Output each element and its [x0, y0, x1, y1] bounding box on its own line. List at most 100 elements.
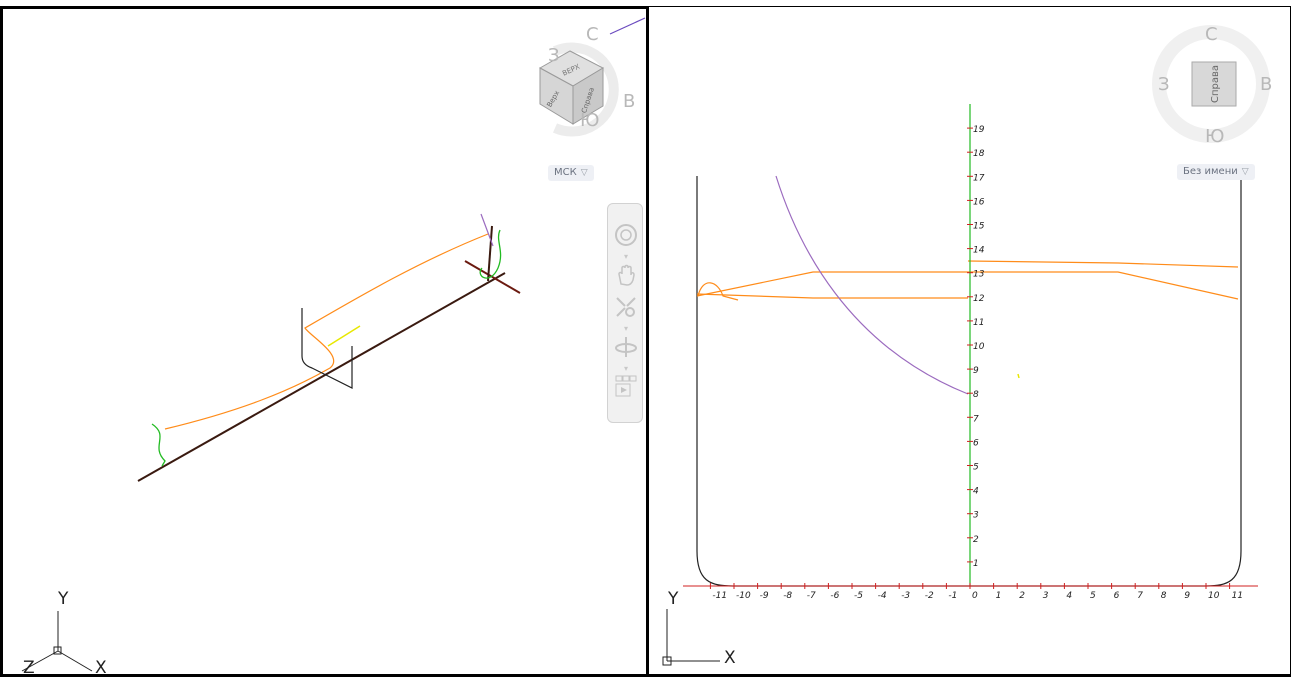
orange-line-top: [967, 260, 1239, 268]
y-tick-label: 10: [973, 342, 985, 352]
x-tick-label: 2: [1019, 591, 1025, 601]
compass-north[interactable]: С: [586, 24, 599, 45]
navigation-bar[interactable]: ▾ ▾ ▾: [607, 203, 643, 423]
y-tick-label: 5: [973, 463, 979, 473]
ucs-x-label: X: [95, 658, 107, 677]
y-tick-label: 1: [973, 559, 979, 569]
zoom-icon[interactable]: [613, 294, 639, 320]
x-tick-label: -11: [712, 591, 727, 601]
cross-line-a: [464, 260, 521, 294]
orange-line-lower: [696, 293, 968, 299]
right-ucs-menu[interactable]: Без имени▽: [1177, 164, 1255, 180]
path-axis-line: [137, 272, 506, 482]
left-ucs-menu[interactable]: МСК▽: [548, 165, 594, 181]
y-tick-label: 4: [973, 487, 979, 497]
x-tick-label: -3: [901, 591, 910, 601]
y-tick-label: 7: [973, 414, 979, 424]
y-tick-label: 19: [973, 125, 985, 135]
x-tick-label: 10: [1208, 591, 1220, 601]
y-tick-label: 3: [973, 511, 979, 521]
x-tick-label: 11: [1232, 591, 1243, 601]
compass-north[interactable]: С: [1205, 24, 1218, 45]
viewcube-face[interactable]: [1191, 61, 1237, 107]
left-drawing-canvas[interactable]: ВЕРХ Верх Справа С З В Ю Y X Z: [0, 6, 649, 677]
yellow-line: [327, 325, 361, 347]
x-tick-label: 4: [1066, 591, 1072, 601]
right-viewcube[interactable]: Справа С З В Ю: [1152, 24, 1272, 147]
steering-wheel-icon[interactable]: [613, 222, 639, 248]
left-viewport[interactable]: ВЕРХ Верх Справа С З В Ю Y X Z МСК▽: [0, 6, 649, 677]
purple-line-corner: [609, 17, 646, 35]
compass-south[interactable]: Ю: [1205, 126, 1224, 147]
left-ucs-icon: Y X Z: [21, 589, 107, 677]
nav-caret-icon[interactable]: ▾: [623, 364, 628, 373]
green-curve-left: [151, 423, 166, 467]
x-tick-label: 6: [1114, 591, 1120, 601]
ucs-y-label: Y: [667, 589, 679, 609]
black-bracket: [301, 308, 353, 389]
y-tick-label: 13: [973, 270, 985, 280]
ucs-z-label: Z: [23, 658, 35, 677]
cross-line-b: [487, 225, 493, 282]
x-tick-label: 9: [1184, 591, 1190, 601]
ucs-menu-label: МСК: [554, 167, 577, 178]
y-tick-label: 11: [973, 318, 984, 328]
y-tick-label: 16: [973, 197, 985, 207]
chevron-down-icon: ▽: [580, 168, 588, 178]
y-tick-label: 8: [973, 390, 979, 400]
ucs-y-label: Y: [57, 589, 69, 609]
orbit-icon[interactable]: [613, 334, 639, 360]
y-tick-label: 17: [973, 173, 985, 183]
chevron-down-icon: ▽: [1241, 167, 1249, 177]
x-tick-label: 8: [1161, 591, 1167, 601]
x-tick-label: 3: [1043, 591, 1049, 601]
nav-caret-icon[interactable]: ▾: [623, 324, 628, 333]
x-tick-label: -6: [830, 591, 839, 601]
x-tick-label: -10: [736, 591, 751, 601]
purple-line: [480, 213, 494, 247]
x-tick-label: -2: [925, 591, 934, 601]
compass-south[interactable]: Ю: [580, 110, 599, 131]
x-tick-label: -7: [807, 591, 816, 601]
y-tick-label: 15: [973, 222, 985, 232]
showmotion-icon[interactable]: [613, 374, 639, 400]
x-tick-label: 5: [1090, 591, 1096, 601]
green-curve-right: [479, 229, 502, 279]
x-tick-label: -5: [854, 591, 863, 601]
compass-west[interactable]: З: [1158, 74, 1170, 95]
x-tick-label: -1: [948, 591, 957, 601]
ucs-x-label: X: [724, 648, 736, 668]
purple-curve: [775, 175, 969, 395]
yellow-mark: [1017, 373, 1020, 379]
x-tick-label: -4: [878, 591, 887, 601]
left-viewcube[interactable]: ВЕРХ Верх Справа С З В Ю: [538, 24, 635, 137]
viewcube-face-label: Справа: [1210, 65, 1221, 103]
right-ucs-icon: Y X: [662, 589, 736, 668]
compass-west[interactable]: З: [548, 45, 560, 66]
vessel-outline: [696, 166, 1242, 587]
y-tick-label: 9: [973, 366, 979, 376]
orange-curve: [164, 233, 489, 430]
orange-line-upper: [696, 271, 1239, 300]
x-tick-label: 0: [972, 591, 978, 601]
viewcube-right-face[interactable]: [572, 67, 604, 125]
orange-squiggle: [697, 282, 739, 301]
ucs-menu-label: Без имени: [1183, 166, 1238, 177]
y-tick-label: 18: [973, 149, 985, 159]
nav-caret-icon[interactable]: ▾: [623, 252, 628, 261]
y-tick-label: 12: [973, 294, 985, 304]
compass-east[interactable]: В: [1260, 74, 1272, 95]
y-tick-label: 6: [973, 438, 979, 448]
x-tick-label: -8: [783, 591, 792, 601]
y-tick-label: 14: [973, 246, 985, 256]
compass-east[interactable]: В: [623, 91, 635, 112]
x-tick-label: 1: [996, 591, 1002, 601]
x-tick-label: 7: [1137, 591, 1143, 601]
pan-icon[interactable]: [613, 262, 639, 288]
y-tick-label: 2: [973, 535, 979, 545]
x-tick-label: -9: [760, 591, 769, 601]
